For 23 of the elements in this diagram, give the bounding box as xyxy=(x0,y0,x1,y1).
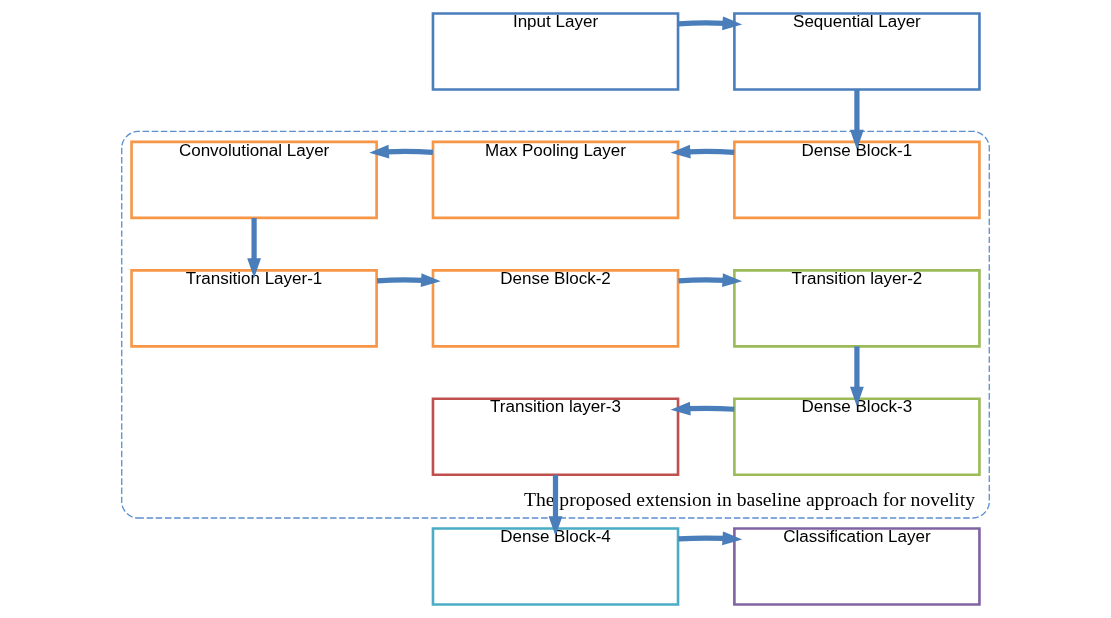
arrow xyxy=(850,346,864,407)
arrow xyxy=(369,144,434,159)
node-box: Convolutional Layer xyxy=(130,140,378,220)
arrow xyxy=(678,16,743,31)
node-box: Max Pooling Layer xyxy=(431,140,680,220)
arrow xyxy=(670,401,735,416)
node-box: Classification Layer xyxy=(733,527,981,606)
node-box: Transition layer-3 xyxy=(431,397,680,477)
arrow xyxy=(678,531,743,546)
arrow xyxy=(850,89,864,150)
arrow xyxy=(376,273,441,288)
node-box: Transition Layer-1 xyxy=(130,269,378,348)
node-box: Sequential Layer xyxy=(733,12,981,91)
arrow xyxy=(670,144,735,159)
node-box: Transition layer-2 xyxy=(733,269,981,348)
arrow xyxy=(548,474,563,536)
arrow xyxy=(247,217,261,278)
node-box: Dense Block-2 xyxy=(431,269,680,348)
node-box: Dense Block-4 xyxy=(431,527,680,606)
node-box: Dense Block-1 xyxy=(733,140,981,220)
arrow xyxy=(678,273,743,288)
node-box: Dense Block-3 xyxy=(733,397,981,477)
node-box: Input Layer xyxy=(431,12,680,91)
